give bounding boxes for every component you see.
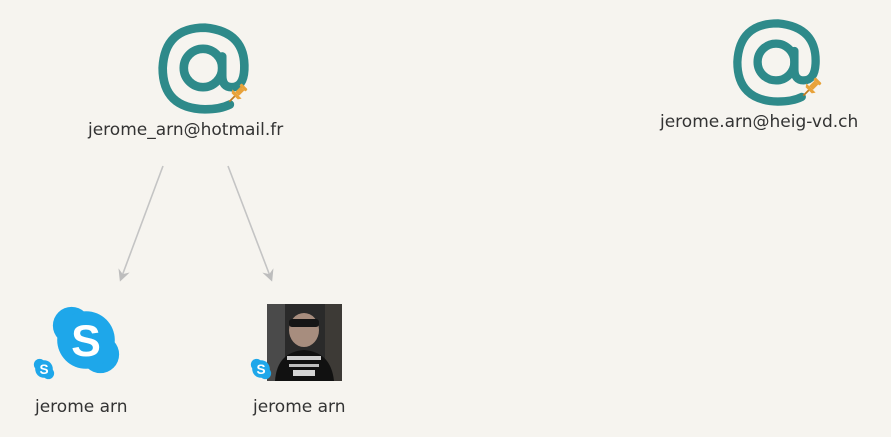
node-label: jerome arn [35,397,128,417]
node-label: jerome arn [253,397,346,417]
node-email-hotmail[interactable]: jerome_arn@hotmail.fr [70,18,310,148]
node-label: jerome.arn@heig-vd.ch [660,112,859,132]
edge-hotmail-to-skype-2 [227,165,274,282]
email-at-icon [158,23,249,114]
edge-hotmail-to-skype-1 [118,165,164,282]
svg-text:S: S [39,362,48,377]
email-at-icon [733,19,820,106]
pin-icon [228,83,248,103]
svg-text:S: S [256,362,265,377]
node-email-heig[interactable]: jerome.arn@heig-vd.ch [650,12,885,142]
node-skype-1[interactable]: S S jerome arn [28,300,168,425]
profile-photo [267,304,342,381]
node-skype-2[interactable]: S jerome arn [245,300,385,425]
skype-badge-icon: S [33,358,55,380]
node-label: jerome_arn@hotmail.fr [88,120,284,140]
pin-icon [802,77,822,97]
skype-logo-icon: S [52,306,120,374]
svg-text:S: S [71,317,101,366]
skype-badge-icon: S [250,358,272,380]
